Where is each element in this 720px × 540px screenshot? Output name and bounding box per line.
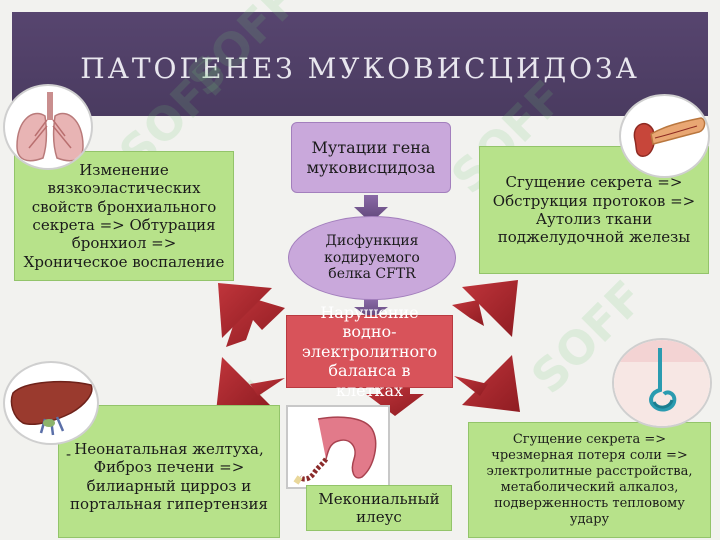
liver-line: билиарный цирроз и <box>86 476 252 495</box>
pancreas-icon <box>619 94 710 178</box>
arrow-down-right-head <box>462 355 520 412</box>
liver-line: Фиброз печени => <box>93 458 245 477</box>
sweat-line: электролитные расстройства, <box>486 464 693 480</box>
pancreas-line: Обструкция протоков => <box>492 191 696 210</box>
arrow-up-right <box>452 300 484 326</box>
mutation-text: Мутации гена муковисцидоза <box>306 137 436 177</box>
sweat-line: удару <box>569 511 610 527</box>
arrow-up-right-head <box>462 280 518 337</box>
lungs-line: секрета => Обтурация <box>32 216 216 234</box>
lungs-line: свойств бронхиального <box>31 197 217 216</box>
lungs-line: бронхиол => <box>71 234 177 253</box>
ileus-line: Мекониальный <box>318 489 440 508</box>
sweat-box: Сгущение секрета => чрезмерная потеря со… <box>468 422 711 538</box>
arrow-down-left-head <box>216 357 270 412</box>
arrow-down-left <box>250 378 285 396</box>
sweat-gland-icon <box>612 338 712 428</box>
ileus-box: Мекониальный илеус <box>306 485 452 531</box>
mutation-box: Мутации гена муковисцидоза <box>291 122 451 193</box>
sweat-line: Сгущение секрета => <box>512 432 667 448</box>
liver-dash: - <box>66 445 72 463</box>
sweat-line: чрезмерная потеря соли => <box>491 448 688 464</box>
title-bar <box>12 12 708 116</box>
intestine-icon <box>286 405 390 489</box>
slide-title: ПАТОГЕНЕЗ МУКОВИСЦИДОЗА <box>80 52 640 85</box>
liver-box: Неонатальная желтуха, Фиброз печени => б… <box>58 405 280 538</box>
down-arrow <box>354 299 388 319</box>
liver-line: портальная гипертензия <box>70 494 268 513</box>
sweat-line: подверженность тепловому <box>494 495 685 511</box>
lungs-line: Изменение <box>79 161 169 180</box>
sweat-line: метаболический алкалоз, <box>500 480 679 495</box>
ileus-line: илеус <box>356 508 402 526</box>
arrow-down <box>366 388 424 416</box>
down-arrow <box>354 195 388 223</box>
lungs-line: вязкоэластических <box>47 179 201 198</box>
lungs-line: Хроническое воспаление <box>23 252 225 271</box>
cftr-text: Дисфункция кодируемого белка CFTR <box>324 232 420 283</box>
lungs-box: Изменение вязкоэластических свойств брон… <box>14 151 234 281</box>
balance-box: Нарушение водно-электролитного баланса в… <box>286 303 453 400</box>
liver-line: Неонатальная желтуха, <box>74 439 264 458</box>
pancreas-line: Аутолиз ткани <box>535 210 653 228</box>
cftr-oval: Дисфункция кодируемого белка CFTR <box>288 216 456 300</box>
arrow-down-right <box>454 376 488 396</box>
arrow-up-left-head <box>218 283 272 338</box>
liver-icon <box>3 361 99 445</box>
balance-text: Нарушение водно-электролитного баланса в… <box>301 302 438 400</box>
pancreas-line: поджелудочной железы <box>497 228 691 247</box>
lungs-icon <box>3 84 93 170</box>
pancreas-line: Сгущение секрета => <box>505 173 683 192</box>
